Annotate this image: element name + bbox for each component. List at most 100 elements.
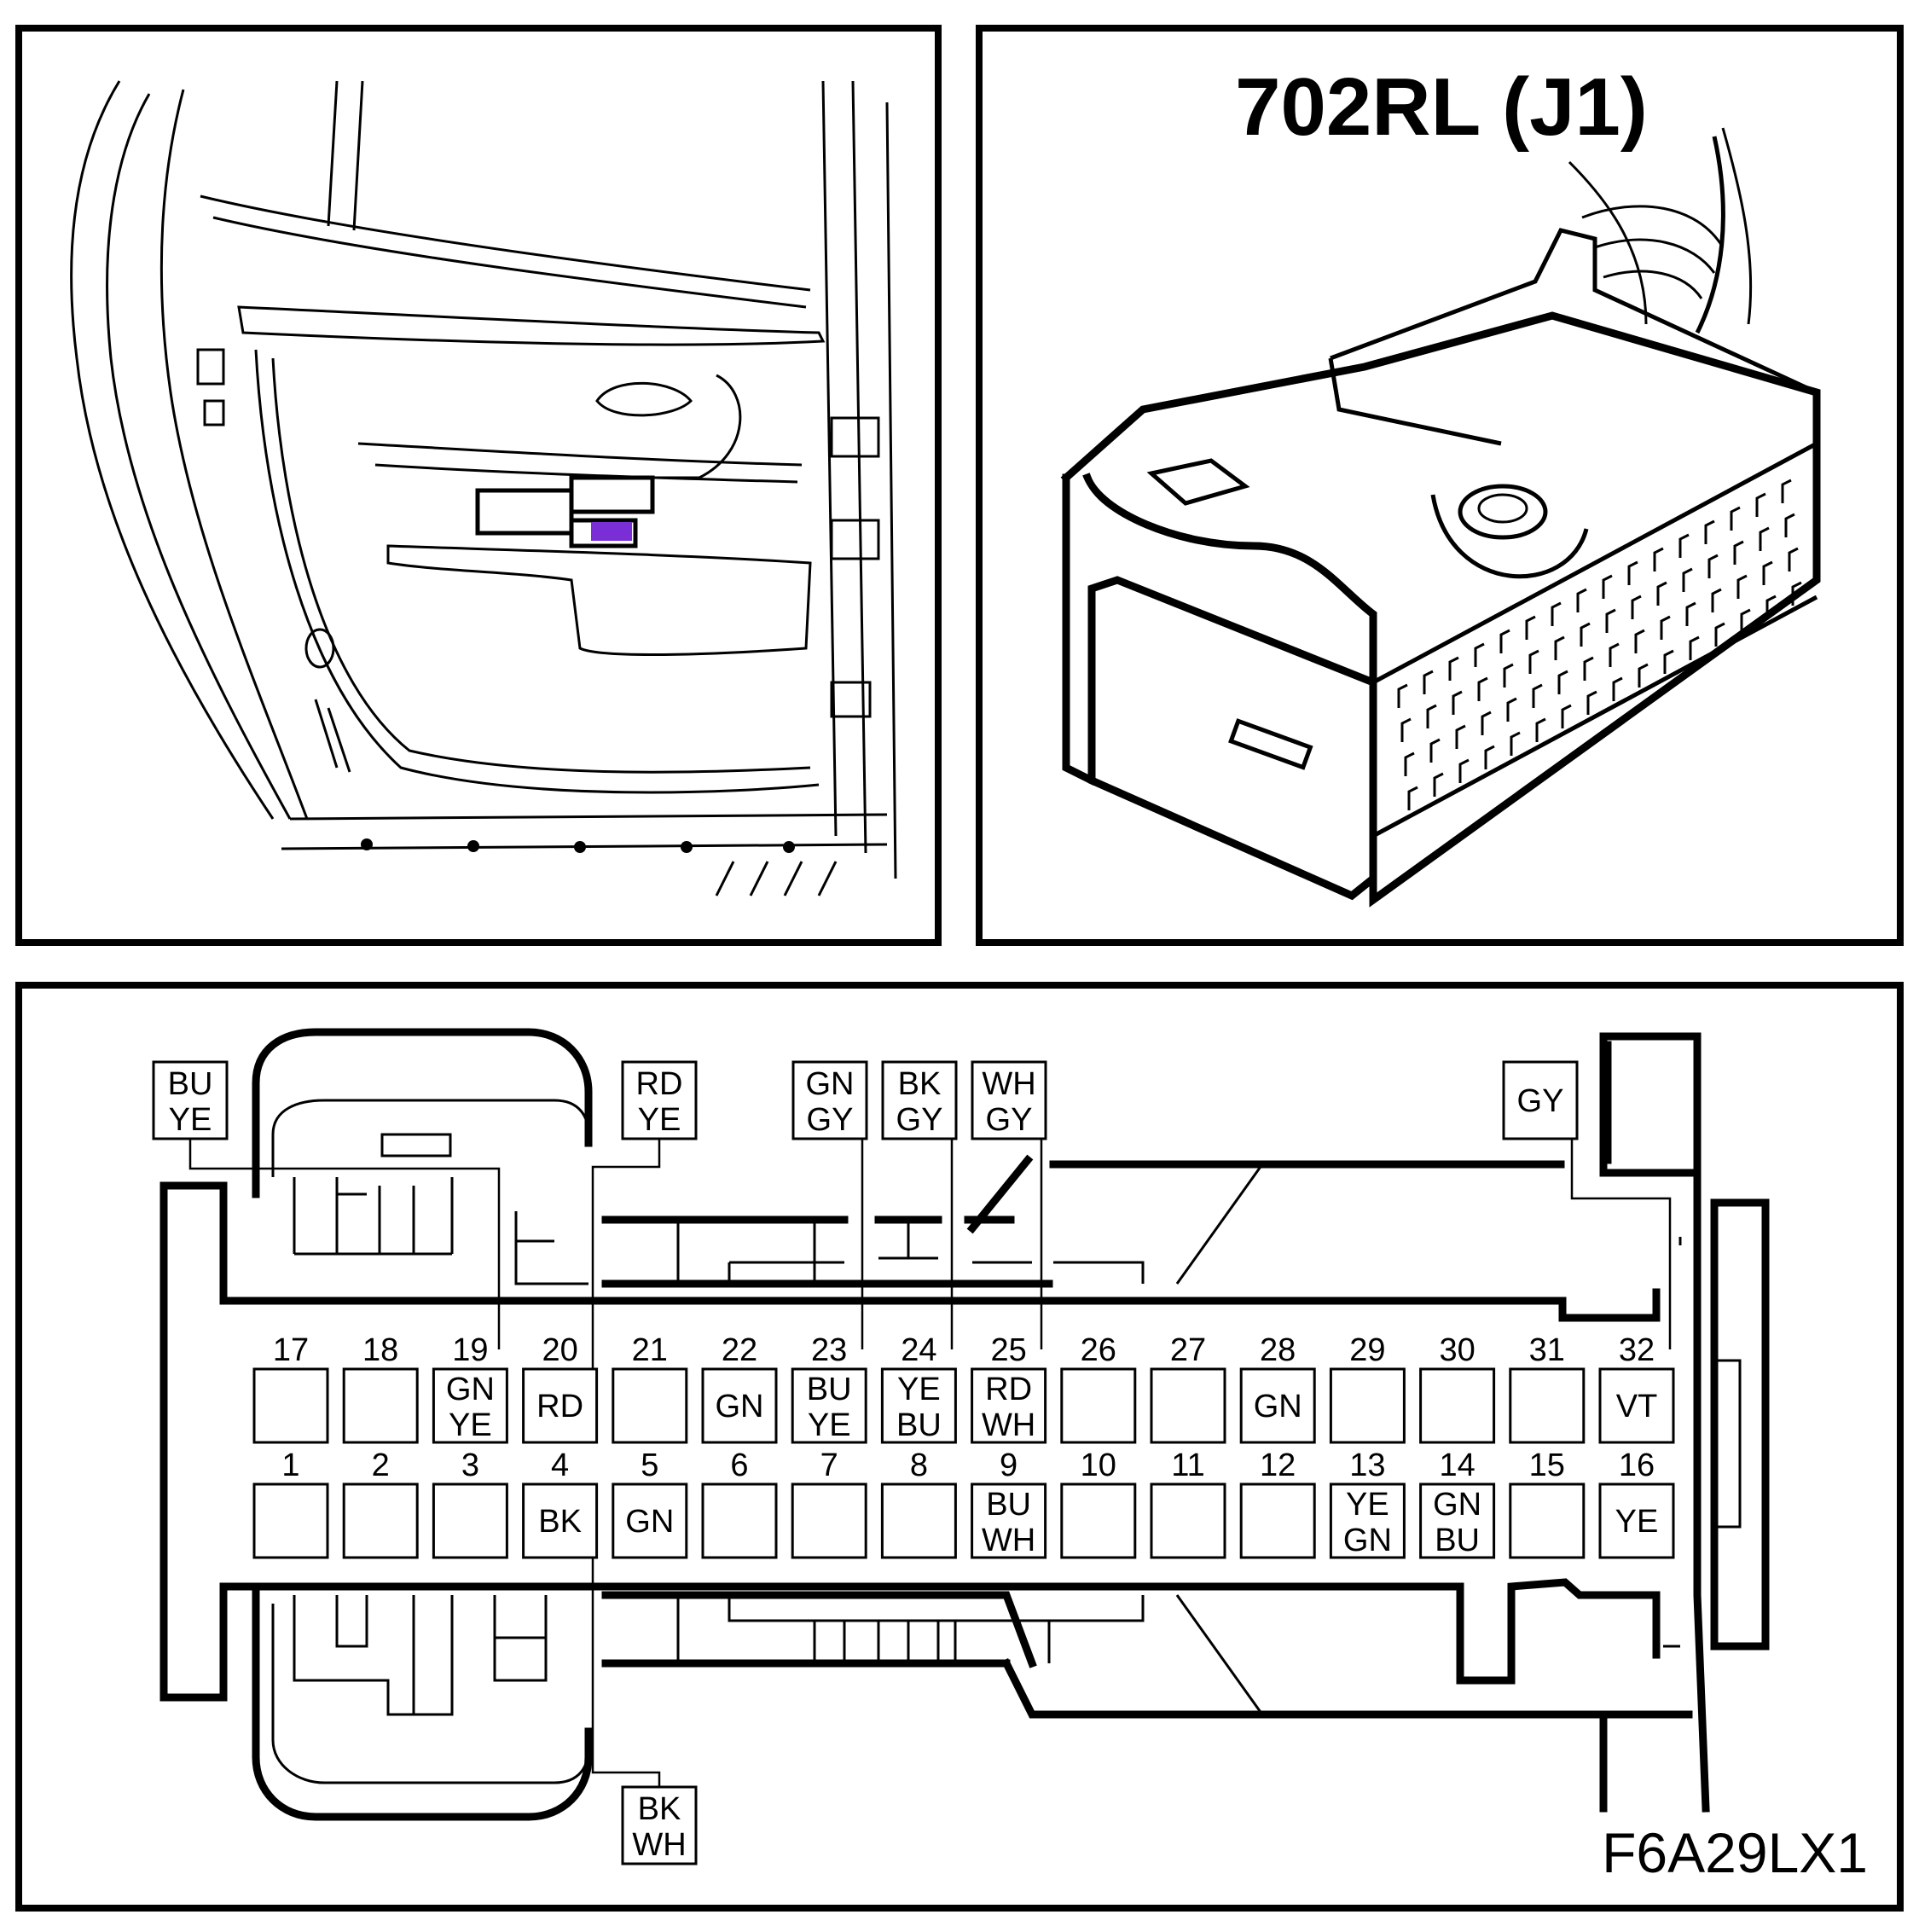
callout-label: BK [898, 1066, 942, 1102]
door-location-panel [15, 25, 942, 946]
pin-number: 18 [362, 1332, 398, 1368]
pin-wire-color: GN [625, 1504, 674, 1540]
pin-26: 26 [1060, 1332, 1137, 1444]
side-pin-cavity [1682, 567, 1693, 592]
callout-box [621, 1060, 698, 1140]
pin-5: 5GN [612, 1448, 688, 1559]
side-pin-cavity [1765, 595, 1777, 619]
side-pin-cavity [1525, 615, 1536, 640]
side-pin-cavity [1638, 663, 1649, 688]
side-pin-cavity [1627, 560, 1638, 585]
pin-30: 30 [1419, 1332, 1496, 1444]
callout-box [152, 1060, 229, 1140]
side-pin-cavity [1535, 717, 1546, 742]
pin-cavity [1509, 1367, 1586, 1444]
side-pin-cavity [1433, 772, 1444, 797]
callout-label: GY [986, 1102, 1033, 1138]
side-pin-cavity [1755, 492, 1766, 517]
side-pin-cavity [1711, 588, 1722, 612]
side-pin-cavity [1557, 670, 1568, 694]
pin-number: 20 [542, 1332, 577, 1368]
side-pin-cavity [1656, 581, 1667, 606]
side-pin-cavity [1586, 690, 1597, 715]
callout-label: YE [169, 1102, 212, 1138]
side-pin-cavity [1653, 547, 1664, 571]
pin-wire-color: WH [982, 1523, 1035, 1558]
side-pin-cavity [1583, 656, 1594, 681]
side-pin-cavity [1714, 622, 1725, 647]
pin-cavity [1060, 1482, 1137, 1559]
pin-number: 19 [452, 1332, 488, 1368]
side-pin-cavity [1477, 676, 1488, 701]
pin-number: 4 [551, 1448, 569, 1483]
pin-wire-color: BU [896, 1407, 942, 1443]
callout-gy: GY [1502, 1060, 1672, 1349]
side-pin-cavity [1532, 683, 1543, 708]
pin-number: 15 [1529, 1448, 1565, 1483]
pin-7: 7 [791, 1448, 867, 1559]
pin-18: 18 [342, 1332, 419, 1444]
side-pin-cavity [1740, 608, 1751, 633]
pin-wire-color: BK [538, 1504, 582, 1540]
pin-cavity [880, 1367, 957, 1444]
pin-number: 7 [820, 1448, 838, 1483]
callout-label: GN [806, 1066, 855, 1102]
connector-view-panel: 702RL (J1) [976, 25, 1904, 946]
door-line-art [70, 80, 897, 896]
pin-wire-color: RD [536, 1389, 583, 1424]
callout-label: WH [632, 1827, 686, 1863]
pin-number: 32 [1619, 1332, 1655, 1368]
pin-number: 30 [1439, 1332, 1475, 1368]
pin-cavity [612, 1482, 688, 1559]
pin-cavity [1150, 1482, 1226, 1559]
pin-cavity [1329, 1482, 1406, 1559]
pin-29: 29 [1329, 1332, 1406, 1444]
pin-cavity [432, 1367, 508, 1444]
callout-label: YE [638, 1102, 681, 1138]
side-pin-cavity [1400, 717, 1412, 742]
pin-10: 10 [1060, 1448, 1137, 1559]
callout-label: RD [636, 1066, 683, 1102]
pin-wire-color: YE [897, 1372, 941, 1407]
pin-number: 2 [372, 1448, 390, 1483]
connector-body [1060, 127, 1821, 908]
pin-number: 28 [1260, 1332, 1296, 1368]
pin-cavity [1150, 1367, 1226, 1444]
side-pin-cavity [1707, 554, 1719, 578]
side-pin-cavity [1605, 608, 1616, 633]
connector-title: 702RL (J1) [1235, 61, 1648, 153]
side-pin-cavity [1455, 724, 1466, 749]
side-pin-cavity [1634, 629, 1645, 653]
side-pin-cavity [1612, 676, 1623, 701]
figure-code: F6A29LX1 [1602, 1821, 1868, 1884]
pin-number: 3 [461, 1448, 479, 1483]
pin-cavity [1509, 1482, 1586, 1559]
callout-box [621, 1785, 698, 1865]
pin-cavity [342, 1482, 419, 1559]
pin-cavity [1419, 1482, 1496, 1559]
side-pin-cavity [1429, 738, 1441, 763]
pin-cavity [1329, 1367, 1406, 1444]
pin-number: 27 [1170, 1332, 1206, 1368]
pin-cavity [342, 1367, 419, 1444]
side-pin-cavity [1685, 601, 1696, 626]
side-pin-cavity [1528, 649, 1539, 674]
side-pin-cavity [1736, 574, 1748, 599]
pin-number: 16 [1619, 1448, 1655, 1483]
side-pin-cavity [1784, 513, 1795, 537]
pin-2: 2 [342, 1448, 419, 1559]
pin-wire-color: BU [1435, 1523, 1480, 1558]
callout-box [1502, 1060, 1579, 1140]
side-pin-grid [1397, 479, 1802, 810]
side-pin-cavity [1484, 745, 1495, 769]
pin-cavity [791, 1367, 867, 1444]
leader-line [188, 1139, 501, 1349]
